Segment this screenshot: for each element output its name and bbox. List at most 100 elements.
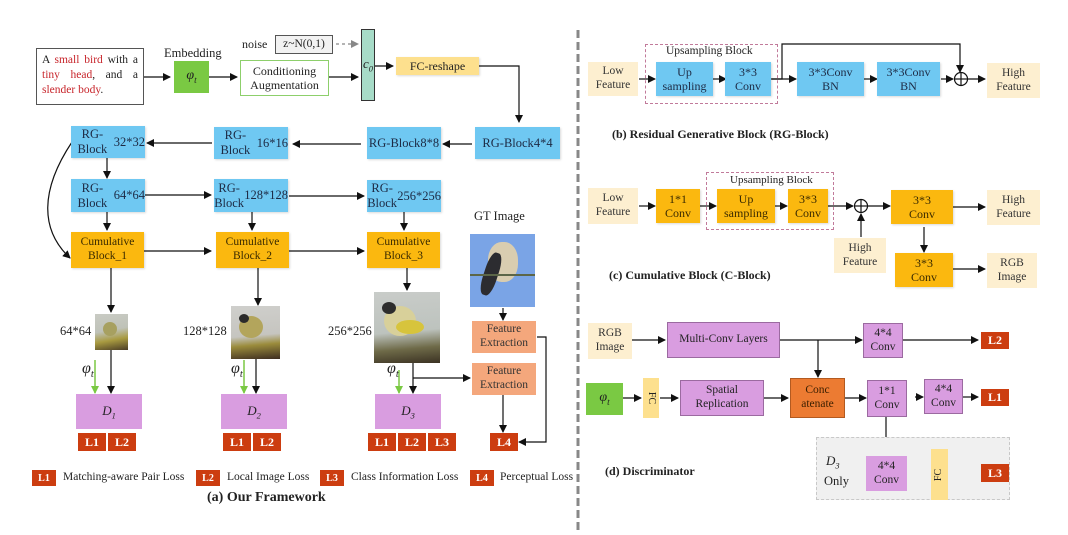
conditioning-augmentation-box: Conditioning Augmentation: [240, 60, 329, 96]
embedding-box: φt: [174, 61, 209, 93]
legend-badge-l3: L3: [320, 470, 344, 486]
legend-badge-l2: L2: [196, 470, 220, 486]
cumulative-block-2: Cumulative Block_2: [216, 232, 289, 268]
disc-loss-l2: L2: [981, 332, 1009, 349]
rg-conv-bn-2: 3*3Conv BN: [877, 62, 940, 96]
legend-label-l3: Class Information Loss: [351, 471, 459, 483]
cumulative-block-1: Cumulative Block_1: [71, 232, 144, 268]
text-description: A small bird with a tiny head, and a sle…: [42, 54, 138, 96]
cb-upsampling-block-label: Upsampling Block: [730, 174, 813, 186]
loss-badge-d3-l3: L3: [428, 433, 456, 451]
discriminator-caption: (d) Discriminator: [605, 464, 695, 478]
generated-bird-image-64: [95, 314, 128, 350]
text-fragment: with a: [102, 54, 138, 66]
rg-low-feature: Low Feature: [588, 62, 638, 96]
legend-badge-l4: L4: [470, 470, 494, 486]
cb-conv3x3-c: 3*3 Conv: [895, 253, 953, 287]
disc-rgb-image: RGB Image: [588, 323, 632, 359]
cb-conv3x3: 3*3 Conv: [788, 189, 828, 223]
c0-box: c0: [361, 29, 375, 101]
cb-conv1x1: 1*1 Conv: [656, 189, 700, 223]
loss-badge-d2-l1: L1: [223, 433, 251, 451]
cb-high-feature-out: High Feature: [987, 190, 1040, 225]
rg-upsampling-block-label: Upsampling Block: [666, 45, 753, 57]
rg-block-caption: (b) Residual Generative Block (RG-Block): [612, 127, 829, 141]
gt-image-label: GT Image: [474, 209, 525, 223]
phi-t-symbol-1: φt: [82, 360, 94, 381]
highlighted-phrase: tiny head: [42, 69, 93, 82]
highlighted-phrase: slender body: [42, 84, 101, 97]
disc-multi-conv-layers: Multi-Conv Layers: [667, 322, 780, 358]
noise-box: z~N(0,1): [275, 35, 333, 54]
disc-conv4x4-a: 4*4 Conv: [863, 323, 903, 358]
rg-conv-bn-1: 3*3Conv BN: [797, 62, 864, 96]
image-size-128: 128*128: [183, 324, 227, 338]
fc-reshape-box: FC-reshape: [396, 57, 479, 75]
legend-label-l1: Matching-aware Pair Loss: [63, 471, 185, 483]
discriminator-d2: D2: [221, 394, 287, 429]
legend-label-l2: Local Image Loss: [227, 471, 310, 483]
feature-extraction-generated: Feature Extraction: [472, 363, 536, 395]
disc-conv1x1: 1*1 Conv: [867, 380, 907, 417]
disc-spatial-replication: Spatial Replication: [680, 380, 764, 416]
disc-loss-l3: L3: [981, 464, 1009, 482]
d3-only-frame: [816, 437, 1010, 500]
text-fragment: , and a: [92, 69, 138, 82]
disc-concatenate: Conc atenate: [790, 378, 845, 418]
text-fragment: .: [100, 84, 104, 97]
discriminator-d3: D3: [375, 394, 441, 429]
cb-low-feature: Low Feature: [588, 188, 638, 224]
phi-t-symbol-2: φt: [231, 360, 243, 381]
disc-conv4x4-b: 4*4 Conv: [924, 379, 963, 414]
d3-label: D3: [826, 453, 840, 471]
legend-badge-l1: L1: [32, 470, 56, 486]
disc-fc2: FC: [931, 449, 948, 500]
loss-badge-d2-l2: L2: [253, 433, 281, 451]
cb-high-feature-in: High Feature: [834, 238, 886, 273]
rg-up-sampling: Up sampling: [656, 62, 713, 96]
highlighted-phrase: small bird: [54, 54, 103, 66]
generated-bird-image-128: [231, 306, 280, 359]
phi-t-symbol-3: φt: [387, 360, 399, 381]
only-label: Only: [824, 474, 849, 488]
discriminator-d1: D1: [76, 394, 142, 429]
embedding-label: Embedding: [164, 46, 222, 60]
framework-caption: (a) Our Framework: [207, 490, 326, 505]
rg-conv3x3: 3*3 Conv: [725, 62, 771, 96]
disc-loss-l1: L1: [981, 389, 1009, 406]
text-description-box: A small bird with a tiny head, and a sle…: [36, 48, 144, 105]
noise-label: noise: [242, 37, 268, 51]
gt-bird-image: [470, 234, 535, 307]
c-block-caption: (c) Cumulative Block (C-Block): [609, 268, 771, 282]
cb-up-sampling: Up sampling: [717, 189, 775, 223]
phi-t-symbol: φt: [186, 68, 197, 85]
loss-badge-d1-l2: L2: [108, 433, 136, 451]
loss-badge-d1-l1: L1: [78, 433, 106, 451]
rg-upsampling-block-frame: [645, 44, 778, 104]
noise-distribution: z~N(0,1): [283, 37, 325, 50]
disc-phi-box: φt: [586, 383, 623, 415]
rg-high-feature: High Feature: [987, 63, 1040, 98]
disc-fc: FC: [643, 378, 659, 418]
cb-upsampling-block-frame: [706, 172, 834, 230]
cumulative-block-3: Cumulative Block_3: [367, 232, 440, 268]
text-fragment: A: [42, 54, 55, 66]
loss-badge-d3-l1: L1: [368, 433, 396, 451]
loss-badge-l4: L4: [490, 433, 518, 451]
legend-label-l4: Perceptual Loss: [500, 471, 574, 483]
generated-bird-image-256: [374, 292, 440, 363]
disc-conv4x4-c: 4*4 Conv: [866, 456, 907, 491]
cb-conv3x3-b: 3*3 Conv: [891, 190, 953, 224]
image-size-64: 64*64: [60, 324, 92, 338]
c0-symbol: c0: [363, 56, 373, 74]
cb-rgb-image: RGB Image: [987, 253, 1037, 288]
loss-badge-d3-l2: L2: [398, 433, 426, 451]
